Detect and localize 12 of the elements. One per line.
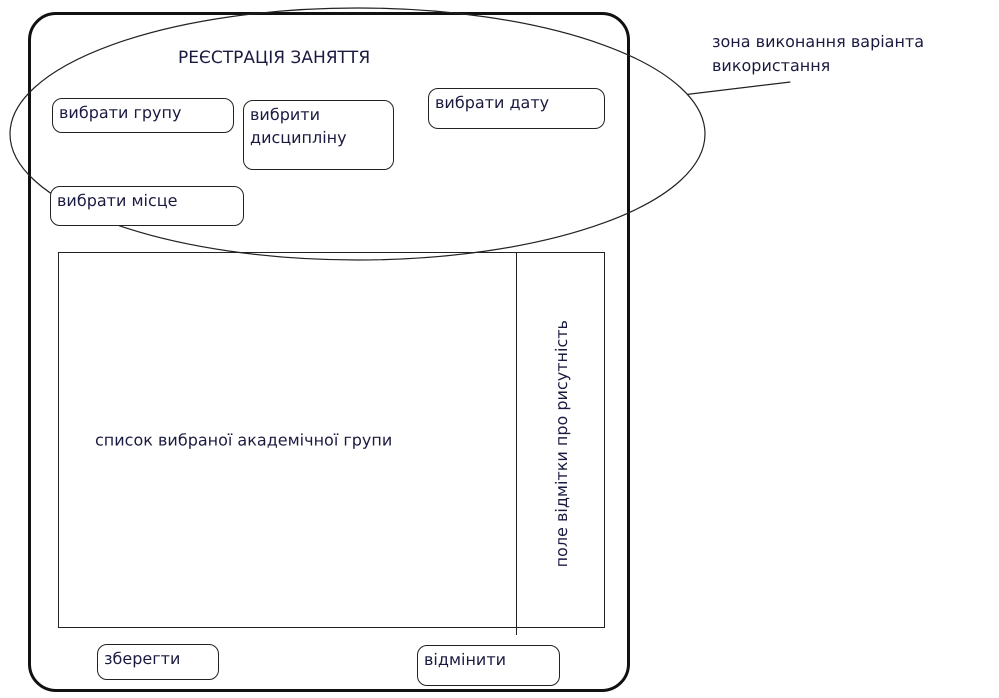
- save-button: зберегти: [97, 644, 219, 680]
- column-label: поле відмітки про рисутність: [552, 320, 571, 568]
- select-button: вибрати місце: [50, 186, 244, 226]
- cancel-button: відмінити: [417, 645, 560, 686]
- panel-label: список вибраної академічної групи: [95, 430, 392, 450]
- annotation-text: зона виконання варіанта використання: [712, 30, 957, 82]
- screen-title: РЕЄСТРАЦІЯ ЗАНЯТТЯ: [178, 48, 370, 68]
- leader-line: [687, 81, 790, 95]
- select-button: вибрати групу: [52, 98, 234, 133]
- select-button: вибрати дату: [428, 88, 605, 129]
- phone-frame: [28, 12, 630, 692]
- select-button: вибрити дисципліну: [243, 100, 394, 170]
